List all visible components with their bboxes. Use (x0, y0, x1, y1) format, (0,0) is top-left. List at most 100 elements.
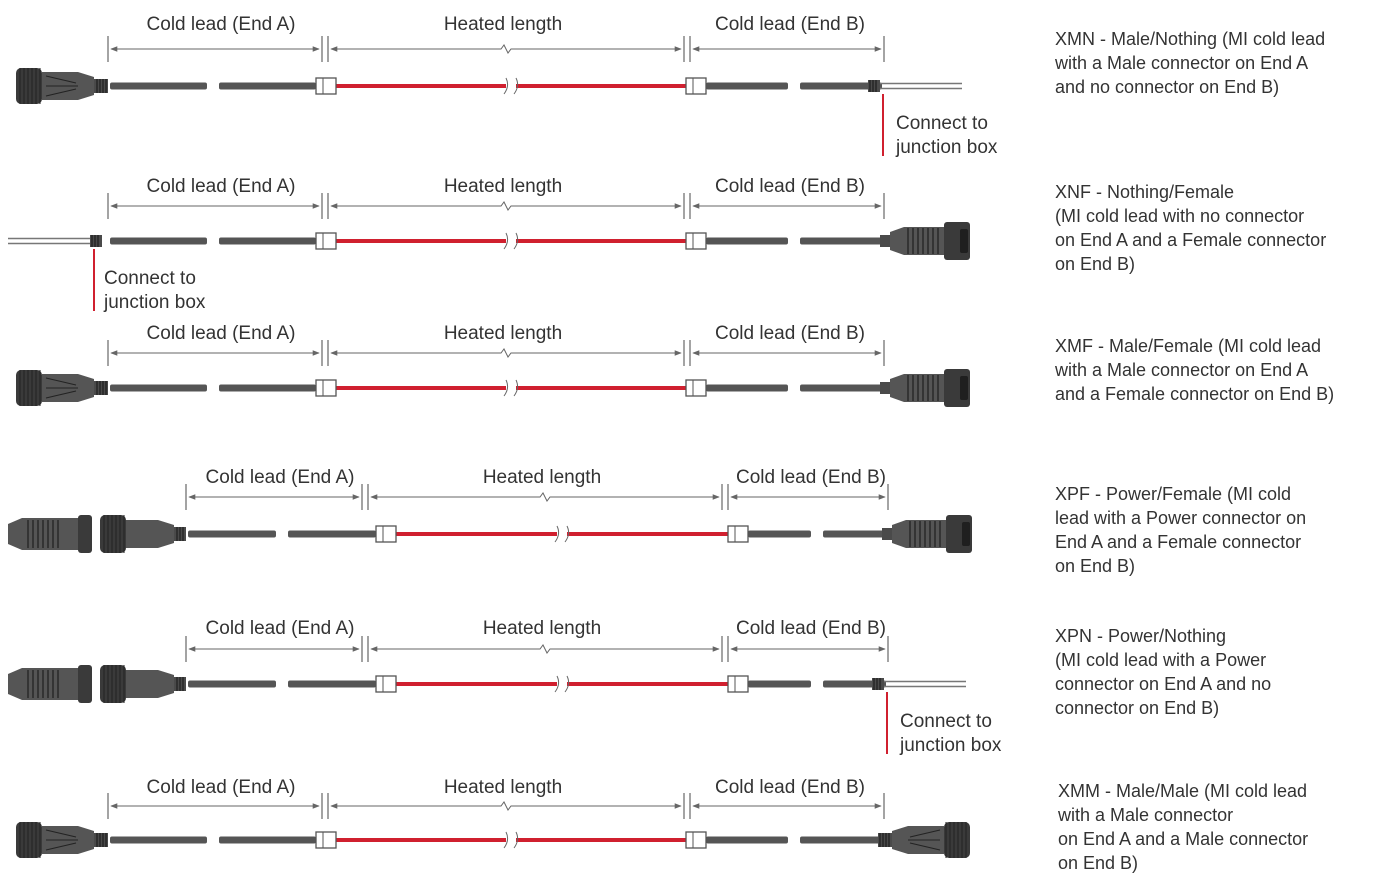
break-mark (513, 831, 519, 849)
description-line: lead with a Power connector on (1055, 508, 1306, 528)
cold-lead (706, 836, 788, 844)
label-heated-length: Heated length (483, 618, 601, 639)
cold-lead (110, 237, 207, 245)
label-cold-lead-end-b: Cold lead (End B) (715, 777, 865, 798)
label-cold-lead-end-b: Cold lead (End B) (715, 323, 865, 344)
connector-detail (908, 829, 941, 851)
label-cold-lead-end-b: Cold lead (End B) (715, 176, 865, 197)
description-line: with a Male connector on End A (1054, 53, 1308, 73)
splice-joint (315, 77, 337, 95)
label-cold-lead-end-a: Cold lead (End A) (147, 14, 296, 35)
junction-label: junction box (899, 735, 1002, 756)
break-mark (513, 77, 519, 95)
cold-lead (800, 836, 882, 844)
label-cold-lead-end-b: Cold lead (End B) (715, 14, 865, 35)
splice-joint (685, 831, 707, 849)
label-heated-length: Heated length (444, 777, 562, 798)
male-connector (16, 370, 108, 406)
label-cold-lead-end-a: Cold lead (End A) (147, 176, 296, 197)
splice-joint (315, 232, 337, 250)
break-mark (564, 525, 570, 543)
description-line: with a Male connector (1057, 805, 1233, 825)
splice-joint (375, 525, 397, 543)
description-line: connector on End A and no (1055, 674, 1271, 694)
cold-lead (219, 82, 316, 90)
connector-body (892, 520, 946, 548)
splice-joint (375, 675, 397, 693)
break-mark (503, 77, 509, 95)
cold-lead (110, 836, 207, 844)
splice-joint (685, 77, 707, 95)
dimension-line (330, 44, 682, 54)
connector-detail (45, 75, 78, 97)
cold-lead (800, 384, 882, 392)
connector-gland (882, 528, 892, 540)
break-mark (503, 831, 509, 849)
label-cold-lead-end-a: Cold lead (End A) (206, 467, 355, 488)
cold-lead (288, 530, 376, 538)
cold-lead (800, 82, 882, 90)
splice-joint (685, 232, 707, 250)
description-xpn: XPN - Power/Nothing(MI cold lead with a … (1055, 626, 1271, 718)
male-connector (878, 822, 970, 858)
connector-detail (45, 829, 78, 851)
description-line: (MI cold lead with no connector (1055, 206, 1304, 226)
label-cold-lead-end-a: Cold lead (End A) (147, 777, 296, 798)
female-connector (880, 369, 970, 407)
break-mark (554, 525, 560, 543)
description-line: connector on End B) (1055, 698, 1219, 718)
connector-gland (880, 235, 890, 247)
break-mark (564, 675, 570, 693)
tail-gland (872, 678, 884, 690)
break-mark (503, 379, 509, 397)
label-cold-lead-end-a: Cold lead (End A) (147, 323, 296, 344)
cold-lead (110, 82, 207, 90)
splice-joint (727, 675, 749, 693)
dimension-line (330, 801, 682, 811)
description-line: with a Male connector on End A (1054, 360, 1308, 380)
description-line: End A and a Female connector (1055, 532, 1301, 552)
cold-lead (823, 530, 886, 538)
dimension-line (370, 492, 720, 502)
description-xpf: XPF - Power/Female (MI cold lead with a P… (1055, 484, 1306, 576)
power-plug-cap (78, 665, 92, 703)
description-line: on End A and a Male connector (1058, 829, 1308, 849)
connector-detail (45, 377, 78, 399)
cold-lead (188, 530, 276, 538)
connector-latch (962, 522, 970, 546)
label-heated-length: Heated length (444, 176, 562, 197)
connector-body (890, 227, 944, 255)
dimension-line (370, 644, 720, 654)
description-line: XNF - Nothing/Female (1055, 182, 1234, 202)
cold-lead (219, 384, 316, 392)
description-line: on End B) (1058, 853, 1138, 873)
bare-tail-end (868, 80, 962, 92)
splice-joint (315, 831, 337, 849)
connector-body (890, 374, 944, 402)
cold-lead (800, 237, 882, 245)
cold-lead (823, 680, 886, 688)
connector-latch (960, 229, 968, 253)
tail-gland (868, 80, 880, 92)
cold-lead (748, 680, 811, 688)
power-connector (8, 665, 186, 703)
splice-joint (315, 379, 337, 397)
description-line: on End B) (1055, 254, 1135, 274)
cold-lead (706, 384, 788, 392)
splice-joint (685, 379, 707, 397)
description-line: and no connector on End B) (1055, 77, 1279, 97)
label-heated-length: Heated length (444, 14, 562, 35)
description-line: on End B) (1055, 556, 1135, 576)
description-line: XPF - Power/Female (MI cold (1055, 484, 1291, 504)
connector-latch (960, 376, 968, 400)
splice-joint (727, 525, 749, 543)
description-line: XPN - Power/Nothing (1055, 626, 1226, 646)
label-cold-lead-end-a: Cold lead (End A) (206, 618, 355, 639)
male-connector (16, 822, 108, 858)
